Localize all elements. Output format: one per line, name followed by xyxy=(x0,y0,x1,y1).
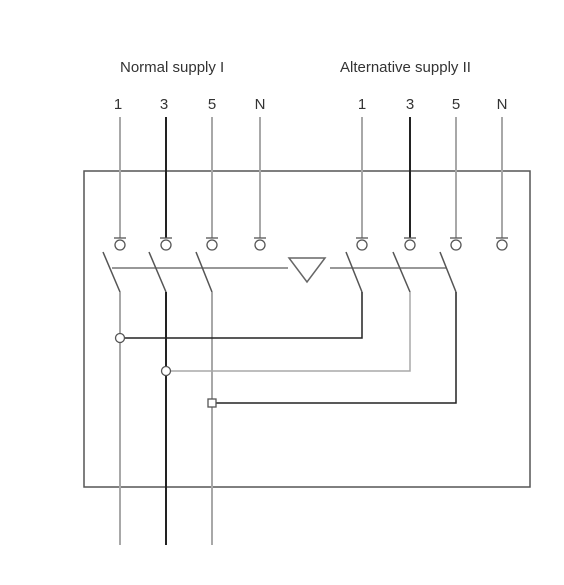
normal-switch-blade-1 xyxy=(102,251,121,293)
normal-switch-blade-3 xyxy=(148,251,167,293)
junction-3-node xyxy=(160,365,172,377)
junction-1-node xyxy=(114,332,126,344)
alternative-supply-label: Alternative supply II xyxy=(340,59,471,76)
normal-switch-blade-5 xyxy=(195,251,213,293)
normal-terminal-n-label: N xyxy=(255,96,266,113)
alt-switch-blade-1 xyxy=(345,251,363,293)
alt-route-1 xyxy=(120,292,363,339)
alt-terminal-5-label: 5 xyxy=(452,96,460,113)
normal-terminal-3-label: 3 xyxy=(160,96,168,113)
normal-terminal-5-label: 5 xyxy=(208,96,216,113)
alt-terminal-1-label: 1 xyxy=(358,96,366,113)
alt-switch-blade-3 xyxy=(392,251,411,293)
alt-route-5 xyxy=(212,292,457,404)
interlock-triangle-icon xyxy=(287,257,327,284)
normal-terminal-1-label: 1 xyxy=(114,96,122,113)
terminal-contacts xyxy=(114,237,508,251)
alt-switch-blade-5 xyxy=(439,251,457,293)
alt-terminal-n-label: N xyxy=(497,96,508,113)
switch-enclosure xyxy=(83,170,531,488)
alt-terminal-3-label: 3 xyxy=(406,96,414,113)
alt-route-3 xyxy=(166,292,411,372)
normal-supply-label: Normal supply I xyxy=(120,59,224,76)
junction-5-node xyxy=(207,398,217,408)
